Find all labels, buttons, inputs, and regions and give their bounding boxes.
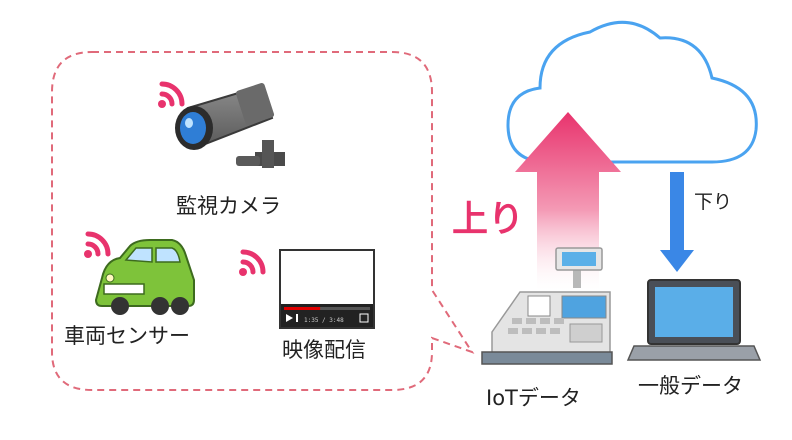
- security-camera-icon: [175, 83, 285, 168]
- cash-register-icon: [481, 247, 613, 365]
- download-label: 下り: [694, 191, 733, 213]
- upload-arrow: [515, 112, 621, 290]
- wifi-signal-icon: [158, 81, 185, 108]
- upload-label: 上り: [452, 199, 525, 240]
- wifi-signal-icon: [84, 231, 111, 258]
- laptop-icon: [626, 279, 762, 361]
- camera-label: 監視カメラ: [176, 194, 281, 218]
- video-progress-bar: [284, 307, 321, 310]
- video-time: 1:35 / 3:48: [304, 317, 344, 324]
- download-arrow: [660, 172, 694, 272]
- iot-label: IoTデータ: [486, 386, 581, 410]
- video-label: 映像配信: [282, 338, 366, 362]
- car-label: 車両センサー: [64, 324, 190, 348]
- video-player-icon: [279, 249, 375, 329]
- general-label: 一般データ: [638, 374, 743, 398]
- wifi-signal-icon: [239, 249, 266, 276]
- car-icon: [94, 239, 195, 315]
